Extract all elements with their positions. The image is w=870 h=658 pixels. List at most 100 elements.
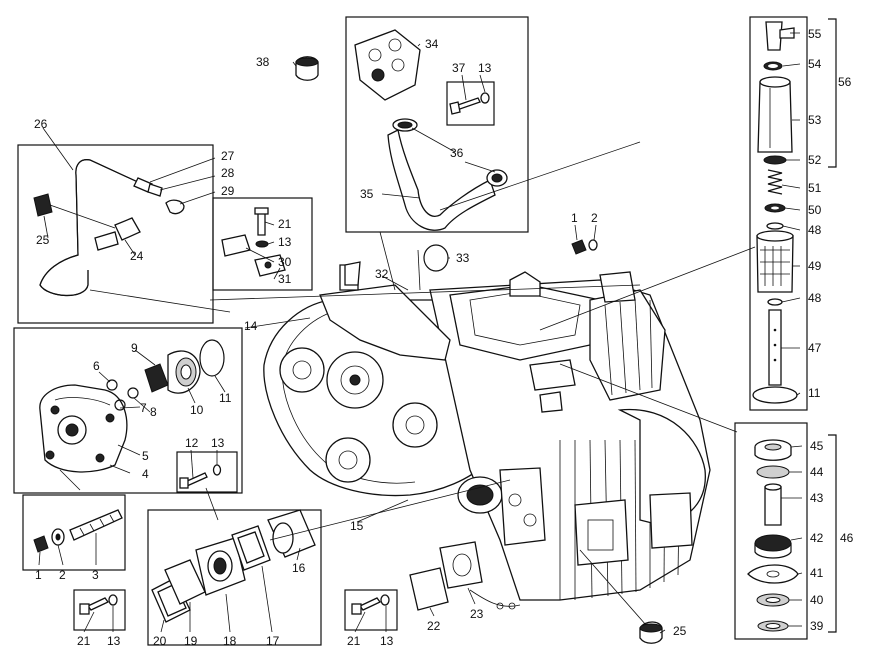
callout-27: 27 <box>221 149 235 163</box>
callout-13-top: 13 <box>478 61 492 75</box>
fitting-28 <box>147 183 163 197</box>
callout-41: 41 <box>810 566 824 580</box>
callout-54: 54 <box>808 57 822 71</box>
washer-13-top <box>480 92 490 104</box>
plate-41 <box>747 564 799 584</box>
manifold-34 <box>354 29 421 101</box>
nut-1-top <box>571 239 587 255</box>
callout-7: 7 <box>140 401 147 415</box>
callout-8: 8 <box>150 405 157 419</box>
callout-29: 29 <box>221 184 235 198</box>
bolt-21-right <box>359 597 381 611</box>
callout-42: 42 <box>810 531 824 545</box>
callout-45: 45 <box>810 439 824 453</box>
callout-24: 24 <box>130 249 144 263</box>
callout-36: 36 <box>450 146 464 160</box>
callout-48-lower: 48 <box>808 291 822 305</box>
callout-20: 20 <box>153 634 167 648</box>
oring-6 <box>106 379 118 391</box>
frame-gear-stack <box>734 422 808 640</box>
bolt-21-clamp <box>257 211 266 236</box>
callout-6: 6 <box>93 359 100 373</box>
callout-2-top: 2 <box>591 211 598 225</box>
frame-shaft <box>22 494 126 571</box>
callout-32: 32 <box>375 267 389 281</box>
gear-stack <box>747 439 799 632</box>
gasket-23 <box>439 541 483 589</box>
callout-35: 35 <box>360 187 374 201</box>
frame-bolt-37 <box>446 81 495 126</box>
callout-25-left: 25 <box>36 233 50 247</box>
callout-1-top: 1 <box>571 211 578 225</box>
spring-51 <box>767 169 783 195</box>
banjo-24 <box>114 217 141 241</box>
nut-1 <box>33 535 49 553</box>
callout-11-left: 11 <box>219 391 232 405</box>
callout-1-shaft: 1 <box>35 568 42 582</box>
washer-13-left <box>108 594 118 606</box>
callout-28: 28 <box>221 166 235 180</box>
callout-9: 9 <box>131 341 138 355</box>
cover-22 <box>409 567 449 611</box>
frame-filter-column <box>749 16 808 411</box>
callout-31: 31 <box>278 272 292 286</box>
callout-labels: 55 54 53 52 56 51 50 48 49 48 47 11 45 4… <box>34 27 854 648</box>
flange-assembly <box>151 509 316 623</box>
frame-pump <box>13 327 243 494</box>
callout-53: 53 <box>808 113 822 127</box>
washer-13-right <box>380 594 390 606</box>
callout-13-clamp: 13 <box>278 235 292 249</box>
callout-5: 5 <box>142 449 149 463</box>
bracket-46 <box>828 434 837 633</box>
oring-8 <box>127 387 139 399</box>
callout-4: 4 <box>142 467 149 481</box>
callout-18: 18 <box>223 634 237 648</box>
side-plate <box>499 467 546 546</box>
callout-38: 38 <box>256 55 270 69</box>
callout-40: 40 <box>810 593 824 607</box>
shaft-43 <box>764 486 782 526</box>
callout-44: 44 <box>810 465 824 479</box>
oil-line-assembly <box>33 159 185 297</box>
callout-22: 22 <box>427 619 441 633</box>
plug-25 <box>33 193 53 217</box>
bolt-21-left <box>87 597 109 611</box>
callout-12: 12 <box>185 436 199 450</box>
bracket-56 <box>828 18 837 168</box>
bearing-cover-lower <box>325 437 371 483</box>
ring-33 <box>423 244 449 272</box>
seal-52 <box>763 155 787 165</box>
callout-16: 16 <box>292 561 306 575</box>
callout-21-left: 21 <box>77 634 91 648</box>
callout-15: 15 <box>350 519 364 533</box>
bearing-cover-right <box>392 402 438 448</box>
callout-51: 51 <box>808 181 822 195</box>
plug-55 <box>765 21 783 51</box>
callout-14: 14 <box>244 319 258 333</box>
frame-elbow-pipe <box>345 16 529 233</box>
filter-element-49 <box>756 235 794 293</box>
callout-50: 50 <box>808 203 822 217</box>
callout-3: 3 <box>92 568 99 582</box>
gasket-plate <box>319 284 451 361</box>
spring-9 <box>144 363 169 393</box>
valve-block <box>589 289 666 401</box>
gear-44 <box>756 465 790 479</box>
callout-55: 55 <box>808 27 822 41</box>
filter-cartridge-53 <box>757 81 793 153</box>
pipe-35 <box>387 129 496 231</box>
callout-37: 37 <box>452 61 466 75</box>
frames <box>13 16 808 646</box>
washer-13-pump <box>212 464 222 476</box>
callout-21-right: 21 <box>347 634 361 648</box>
ring-48-upper <box>766 222 784 230</box>
callout-43: 43 <box>810 491 824 505</box>
callout-30: 30 <box>278 255 292 269</box>
callout-56: 56 <box>838 75 852 89</box>
ring-48-lower <box>767 298 783 306</box>
callout-21-clamp: 21 <box>278 217 292 231</box>
washer-2-top <box>588 239 598 251</box>
elbow-pipe-assembly <box>295 29 508 231</box>
